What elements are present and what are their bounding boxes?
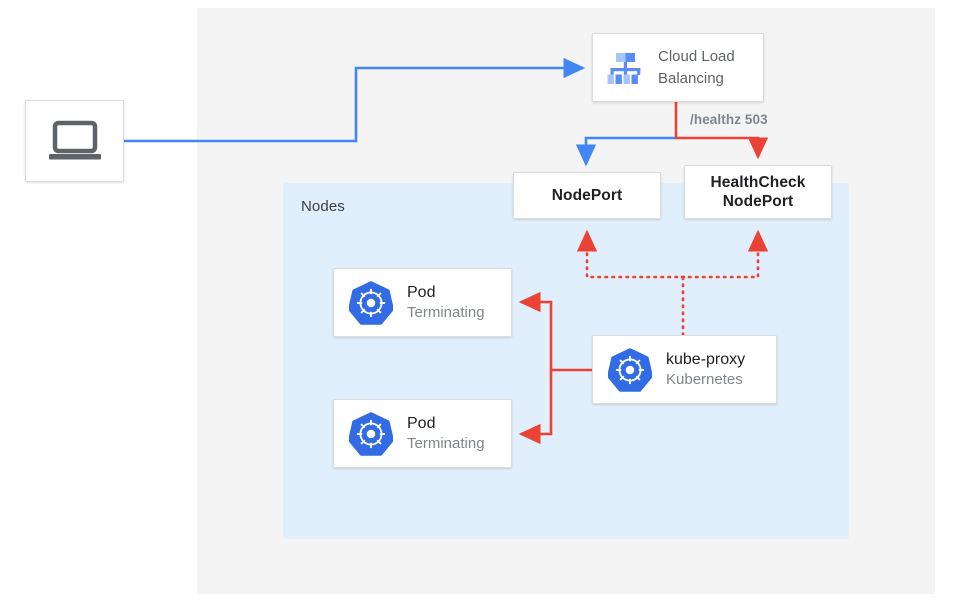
edge-kubeproxy-to-pod-1 bbox=[518, 291, 553, 370]
nodes-region-label: Nodes bbox=[301, 198, 345, 215]
pod-card[interactable]: Pod Terminating bbox=[333, 268, 512, 337]
cloud-load-balancing-title-line1: Cloud Load bbox=[658, 47, 735, 65]
healthcheck-nodeport-label-line2: NodePort bbox=[722, 193, 794, 210]
pod-card[interactable]: Pod Terminating bbox=[333, 399, 512, 468]
cloud-load-balancing-title-line2: Balancing bbox=[658, 69, 724, 87]
edge-kubeproxy-to-healthcheck-nodeport-dotted bbox=[680, 229, 769, 279]
kube-proxy-card[interactable]: kube-proxy Kubernetes bbox=[592, 335, 777, 404]
client-card[interactable] bbox=[25, 100, 124, 182]
cloud-load-balancing-card[interactable]: Cloud Load Balancing bbox=[592, 33, 764, 102]
healthcheck-nodeport-label-line1: HealthCheck bbox=[710, 174, 806, 191]
cloud-load-balancing-icon bbox=[607, 52, 641, 84]
healthcheck-nodeport-label: HealthCheck NodePort bbox=[711, 173, 806, 211]
laptop-icon bbox=[48, 120, 101, 160]
edge-load-balancer-to-healthcheck-nodeport bbox=[675, 136, 769, 160]
kube-proxy-title: kube-proxy bbox=[666, 350, 746, 368]
kube-proxy-text: kube-proxy Kubernetes bbox=[666, 350, 745, 390]
pod-text: Pod Terminating bbox=[407, 283, 485, 323]
pod-subtitle: Terminating bbox=[407, 434, 485, 452]
edge-client-to-load-balancer bbox=[124, 57, 586, 143]
pod-text: Pod Terminating bbox=[407, 414, 485, 454]
edge-load-balancer-to-nodeport bbox=[575, 136, 677, 167]
cloud-load-balancing-title: Cloud Load Balancing bbox=[658, 46, 735, 90]
edge-kubeproxy-to-pod-2 bbox=[518, 370, 553, 445]
kubernetes-icon bbox=[349, 280, 393, 325]
pod-subtitle: Terminating bbox=[407, 303, 485, 321]
pod-title: Pod bbox=[407, 414, 436, 432]
kubernetes-icon bbox=[608, 347, 652, 392]
nodeport-card[interactable]: NodePort bbox=[513, 172, 661, 219]
kube-proxy-subtitle: Kubernetes bbox=[666, 370, 743, 388]
nodeport-label: NodePort bbox=[551, 187, 623, 204]
healthz-edge-label: /healthz 503 bbox=[690, 112, 768, 127]
pod-title: Pod bbox=[407, 283, 436, 301]
healthcheck-nodeport-card[interactable]: HealthCheck NodePort bbox=[684, 165, 832, 219]
edge-kubeproxy-to-nodeport-dotted bbox=[576, 229, 686, 279]
kubernetes-icon bbox=[349, 411, 393, 456]
